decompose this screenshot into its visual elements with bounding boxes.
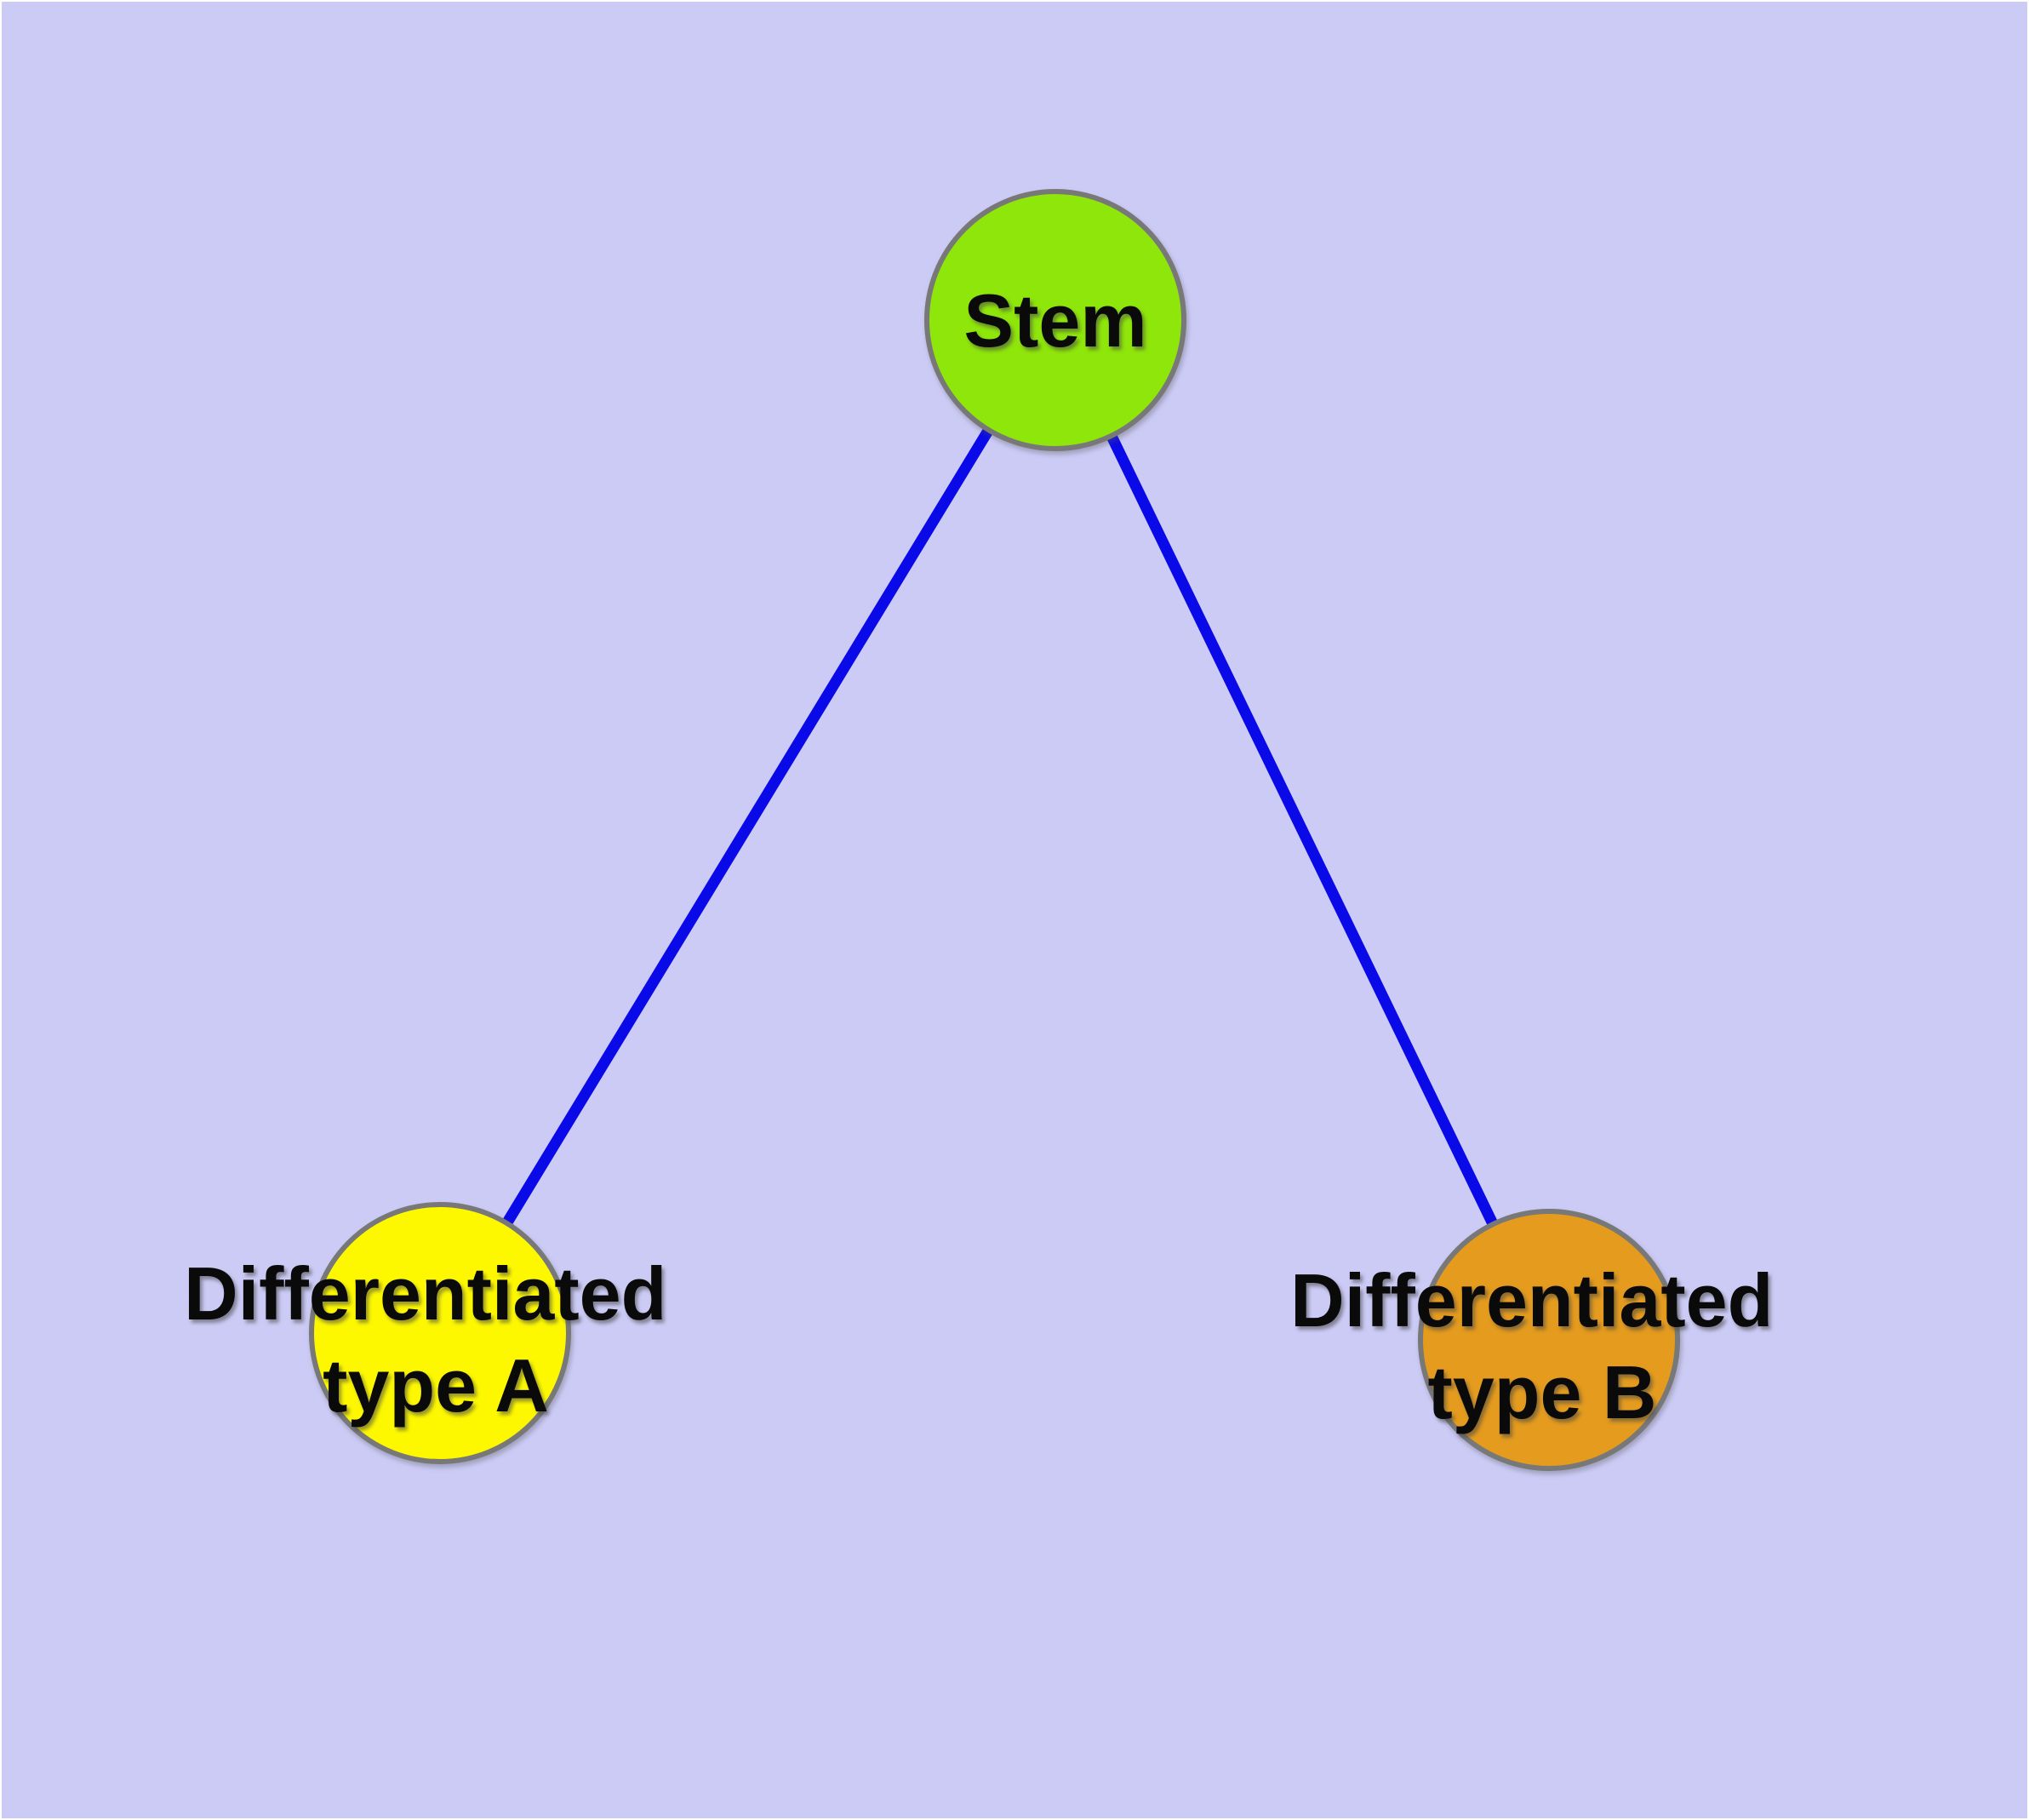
type-b-label-line1: Differentiated	[1290, 1258, 1773, 1342]
type-a-label-line2: type A	[323, 1343, 549, 1428]
stem-node-label: Stem	[963, 278, 1146, 363]
stem-node[interactable]	[924, 189, 1186, 451]
differentiated-type-b-node[interactable]	[1418, 1209, 1680, 1471]
edge-stem-to-type-b[interactable]	[1050, 318, 1554, 1342]
edge-stem-to-type-a[interactable]	[435, 317, 1060, 1336]
type-a-label-line1: Differentiated	[184, 1251, 666, 1336]
type-b-label-line2: type B	[1428, 1350, 1657, 1434]
differentiated-type-b-label: Differentiated type B	[1290, 1258, 1794, 1434]
differentiated-type-a-label: Differentiated type A	[184, 1251, 688, 1428]
differentiated-type-a-node[interactable]	[309, 1202, 571, 1464]
